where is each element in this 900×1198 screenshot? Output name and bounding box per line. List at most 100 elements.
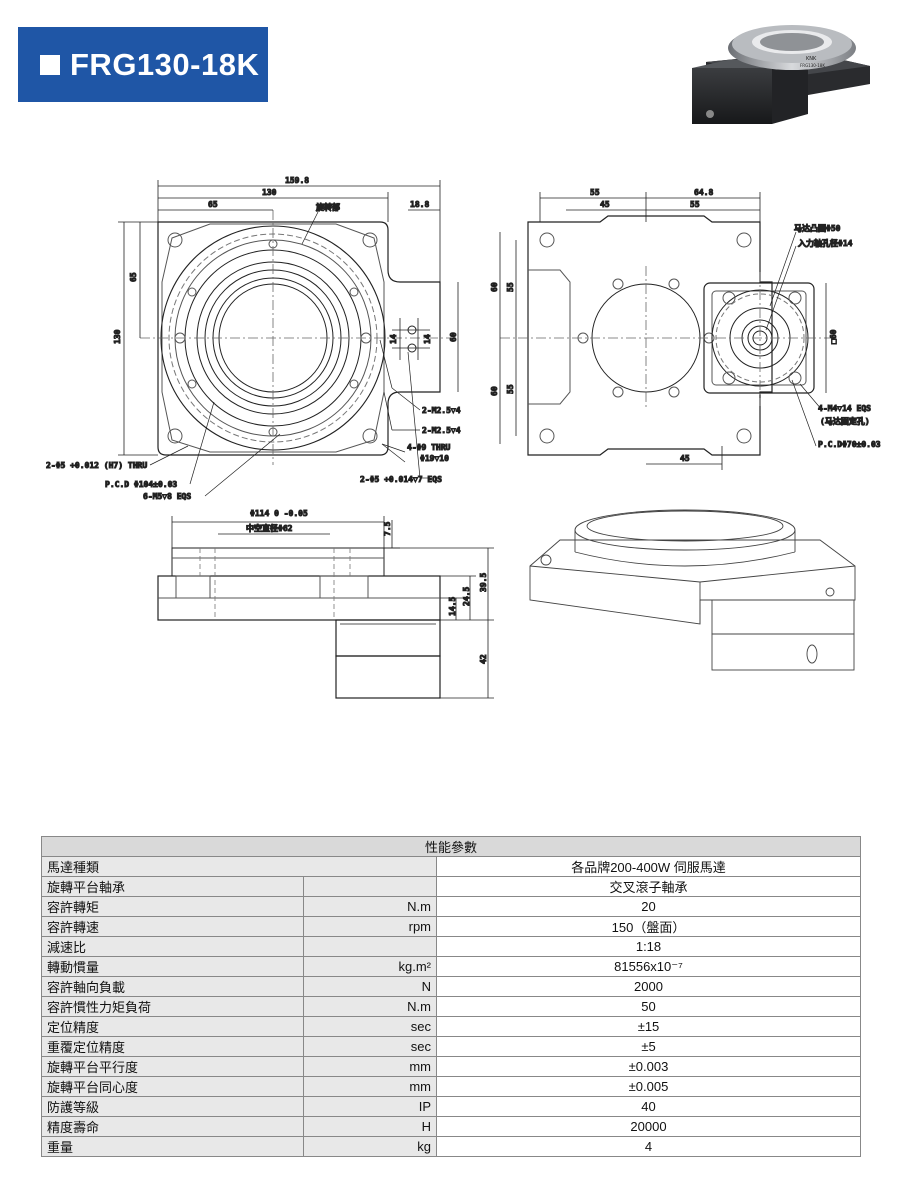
dim-v24-5: 24.5 xyxy=(462,587,471,606)
dim-m64-8: 64.8 xyxy=(694,188,713,197)
spec-unit: rpm xyxy=(303,916,437,937)
dim-18-8: 18.8 xyxy=(410,200,429,209)
spec-unit: kg xyxy=(303,1136,437,1157)
label-rotating-part: 旋转部 xyxy=(315,202,340,212)
model-title-badge: FRG130-18K xyxy=(18,27,268,102)
product-photo: KNK FRG130-18K xyxy=(692,25,870,124)
spec-param: 轉動慣量 xyxy=(41,956,304,977)
square-bullet-icon xyxy=(40,54,60,75)
spec-param: 容許轉矩 xyxy=(41,896,304,917)
spec-param: 定位精度 xyxy=(41,1016,304,1037)
spec-unit xyxy=(303,936,437,957)
dim-mv55b: 55 xyxy=(506,384,515,394)
dim-159-8: 159.8 xyxy=(285,176,309,185)
label-cbore19: Φ19▽10 xyxy=(420,454,449,463)
label-m2-5-b: 2-M2.5▽4 xyxy=(422,426,461,435)
label-pcd104: P.C.D Φ104±0.03 xyxy=(105,480,177,489)
label-hole9: 4-Φ9 THRU xyxy=(407,443,451,452)
dim-m55: 55 xyxy=(590,188,600,197)
spec-unit: N.m xyxy=(303,996,437,1017)
dim-v42: 42 xyxy=(479,654,488,664)
photo-model: FRG130-18K xyxy=(800,63,825,68)
dim-v65: 65 xyxy=(129,272,138,282)
side-view: Φ114 0 -0.05 中空直径Φ62 7.5 14.5 24.5 39.5 … xyxy=(157,509,494,699)
dim-m55b: 55 xyxy=(690,200,700,209)
spec-param: 重量 xyxy=(41,1136,304,1157)
dim-sq60: □60 xyxy=(829,329,838,344)
spec-value: 20 xyxy=(436,896,861,917)
spec-value: 交叉滾子軸承 xyxy=(436,876,861,897)
dim-m45a: 45 xyxy=(600,200,610,209)
spec-value: ±0.005 xyxy=(436,1076,861,1097)
spec-unit: N.m xyxy=(303,896,437,917)
spec-unit: sec xyxy=(303,1016,437,1037)
photo-brand: KNK xyxy=(806,56,817,62)
spec-value: ±0.003 xyxy=(436,1056,861,1077)
spec-param: 防護等級 xyxy=(41,1096,304,1117)
spec-param: 減速比 xyxy=(41,936,304,957)
spec-value: ±5 xyxy=(436,1036,861,1057)
spec-unit: sec xyxy=(303,1036,437,1057)
label-m4-14: 4-M4▽14 EQS xyxy=(818,404,871,413)
performance-spec-table: 性能參數 馬達種類各品牌200-400W 伺服馬達旋轉平台軸承交叉滾子軸承容許轉… xyxy=(41,836,861,1157)
dim-mv55a: 55 xyxy=(506,282,515,292)
top-view: 159.8 130 65 18.8 旋转部 65 130 14 14 60 2-… xyxy=(46,176,462,502)
isometric-view xyxy=(529,509,856,671)
table-row: 旋轉平台軸承 交叉滾子軸承 xyxy=(41,876,861,897)
label-boss50: 马达凸圆Φ50 xyxy=(794,223,841,233)
dim-v39-5: 39.5 xyxy=(479,573,488,592)
spec-param: 旋轉平台平行度 xyxy=(41,1056,304,1077)
spec-param: 容許軸向負載 xyxy=(41,976,304,997)
spec-unit: mm xyxy=(303,1076,437,1097)
label-motor-fix: (马达固定孔) xyxy=(820,416,870,426)
label-pin5-thru: 2-Φ5 +0.012 (H7) THRU xyxy=(46,461,147,470)
label-m2-5-a: 2-M2.5▽4 xyxy=(422,406,461,415)
spec-param: 重覆定位精度 xyxy=(41,1036,304,1057)
dim-v14-5: 14.5 xyxy=(448,597,457,616)
label-shaft14: 入力轴孔径Φ14 xyxy=(797,238,853,248)
label-pin5-7: 2-Φ5 +0.014▽7 EQS xyxy=(360,475,442,484)
spec-param: 容許轉速 xyxy=(41,916,304,937)
spec-table-title: 性能參數 xyxy=(41,836,861,857)
dim-v14a: 14 xyxy=(389,334,398,344)
spec-value: ±15 xyxy=(436,1016,861,1037)
label-pcd70: P.C.DΦ70±0.03 xyxy=(818,440,881,449)
dim-v7-5: 7.5 xyxy=(383,521,392,536)
label-hollow62: 中空直径Φ62 xyxy=(246,523,293,533)
spec-value: 各品牌200-400W 伺服馬達 xyxy=(436,856,861,877)
spec-unit: H xyxy=(303,1116,437,1137)
spec-param: 旋轉平台軸承 xyxy=(41,876,304,897)
table-row: 馬達種類各品牌200-400W 伺服馬達 xyxy=(41,856,861,877)
spec-param: 容許慣性力矩負荷 xyxy=(41,996,304,1017)
dim-v130: 130 xyxy=(113,329,122,344)
spec-value: 81556x10⁻⁷ xyxy=(436,956,861,977)
spec-unit: mm xyxy=(303,1056,437,1077)
dim-130: 130 xyxy=(262,188,277,197)
dim-mv60b: 60 xyxy=(490,386,499,396)
spec-param: 旋轉平台同心度 xyxy=(41,1076,304,1097)
dim-65: 65 xyxy=(208,200,218,209)
spec-param: 精度壽命 xyxy=(41,1116,304,1137)
spec-value: 4 xyxy=(436,1136,861,1157)
dim-d114: Φ114 0 -0.05 xyxy=(250,509,308,518)
dim-v60: 60 xyxy=(449,332,458,342)
spec-value: 40 xyxy=(436,1096,861,1117)
dim-m45b: 45 xyxy=(680,454,690,463)
model-title: FRG130-18K xyxy=(70,46,260,82)
spec-value: 50 xyxy=(436,996,861,1017)
label-m5-8: 6-M5▽8 EQS xyxy=(143,492,191,501)
spec-unit: kg.m² xyxy=(303,956,437,977)
